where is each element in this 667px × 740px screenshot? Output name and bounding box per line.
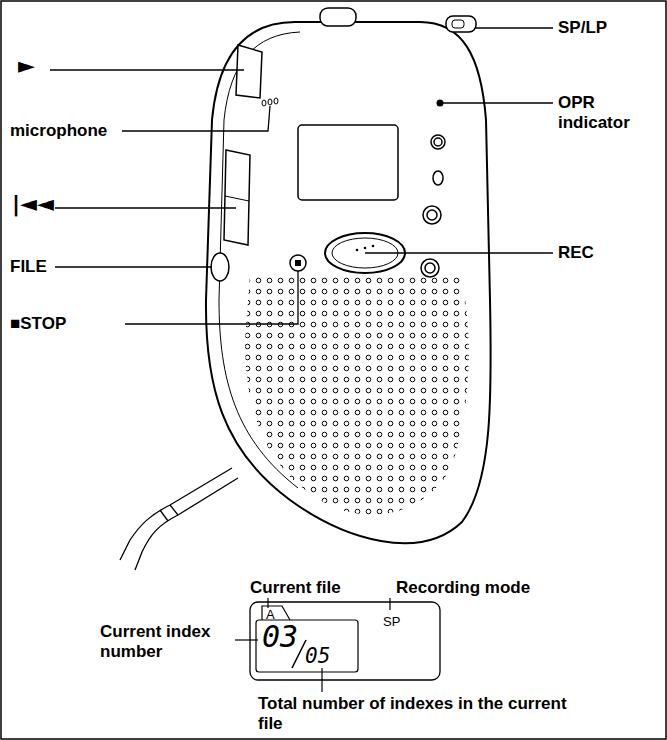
rocker-split xyxy=(225,196,249,201)
display-window xyxy=(298,125,398,200)
file-button xyxy=(211,253,229,281)
button-symbol: ► xyxy=(18,56,58,76)
stop-button xyxy=(290,255,306,271)
lcd-text: SP xyxy=(383,612,413,632)
rec-dots xyxy=(356,245,375,252)
leader-lines xyxy=(50,28,553,324)
speaker-grill xyxy=(240,270,480,530)
part-name: OPR indicator xyxy=(558,93,658,133)
play-button xyxy=(236,45,262,98)
stop-mark xyxy=(295,260,301,266)
side-buttons xyxy=(421,135,445,277)
switch-knob xyxy=(452,20,464,28)
display-inset xyxy=(250,602,440,680)
part-name: REC xyxy=(558,243,658,263)
rocker-button xyxy=(224,150,250,245)
cord xyxy=(120,468,238,570)
part-name: FILE xyxy=(10,257,70,277)
display-callout: Total number of indexes in the current f… xyxy=(258,694,588,734)
microphone-holes xyxy=(262,98,278,106)
part-name: SP/LP xyxy=(558,18,658,38)
recorder-body xyxy=(206,22,491,543)
display-callout: Recording mode xyxy=(396,578,556,598)
lcd-digits: 05 xyxy=(305,646,345,667)
inset-leaders xyxy=(235,598,390,692)
part-name: ■STOP xyxy=(10,314,130,334)
sp-lp-switch xyxy=(446,16,476,32)
display-callout: Current file xyxy=(250,578,390,598)
top-button xyxy=(320,8,356,26)
part-name: microphone xyxy=(10,121,130,141)
display-callout: Current index number xyxy=(100,622,235,662)
index-box xyxy=(256,620,358,672)
button-symbol: |◄◄ xyxy=(12,194,62,214)
